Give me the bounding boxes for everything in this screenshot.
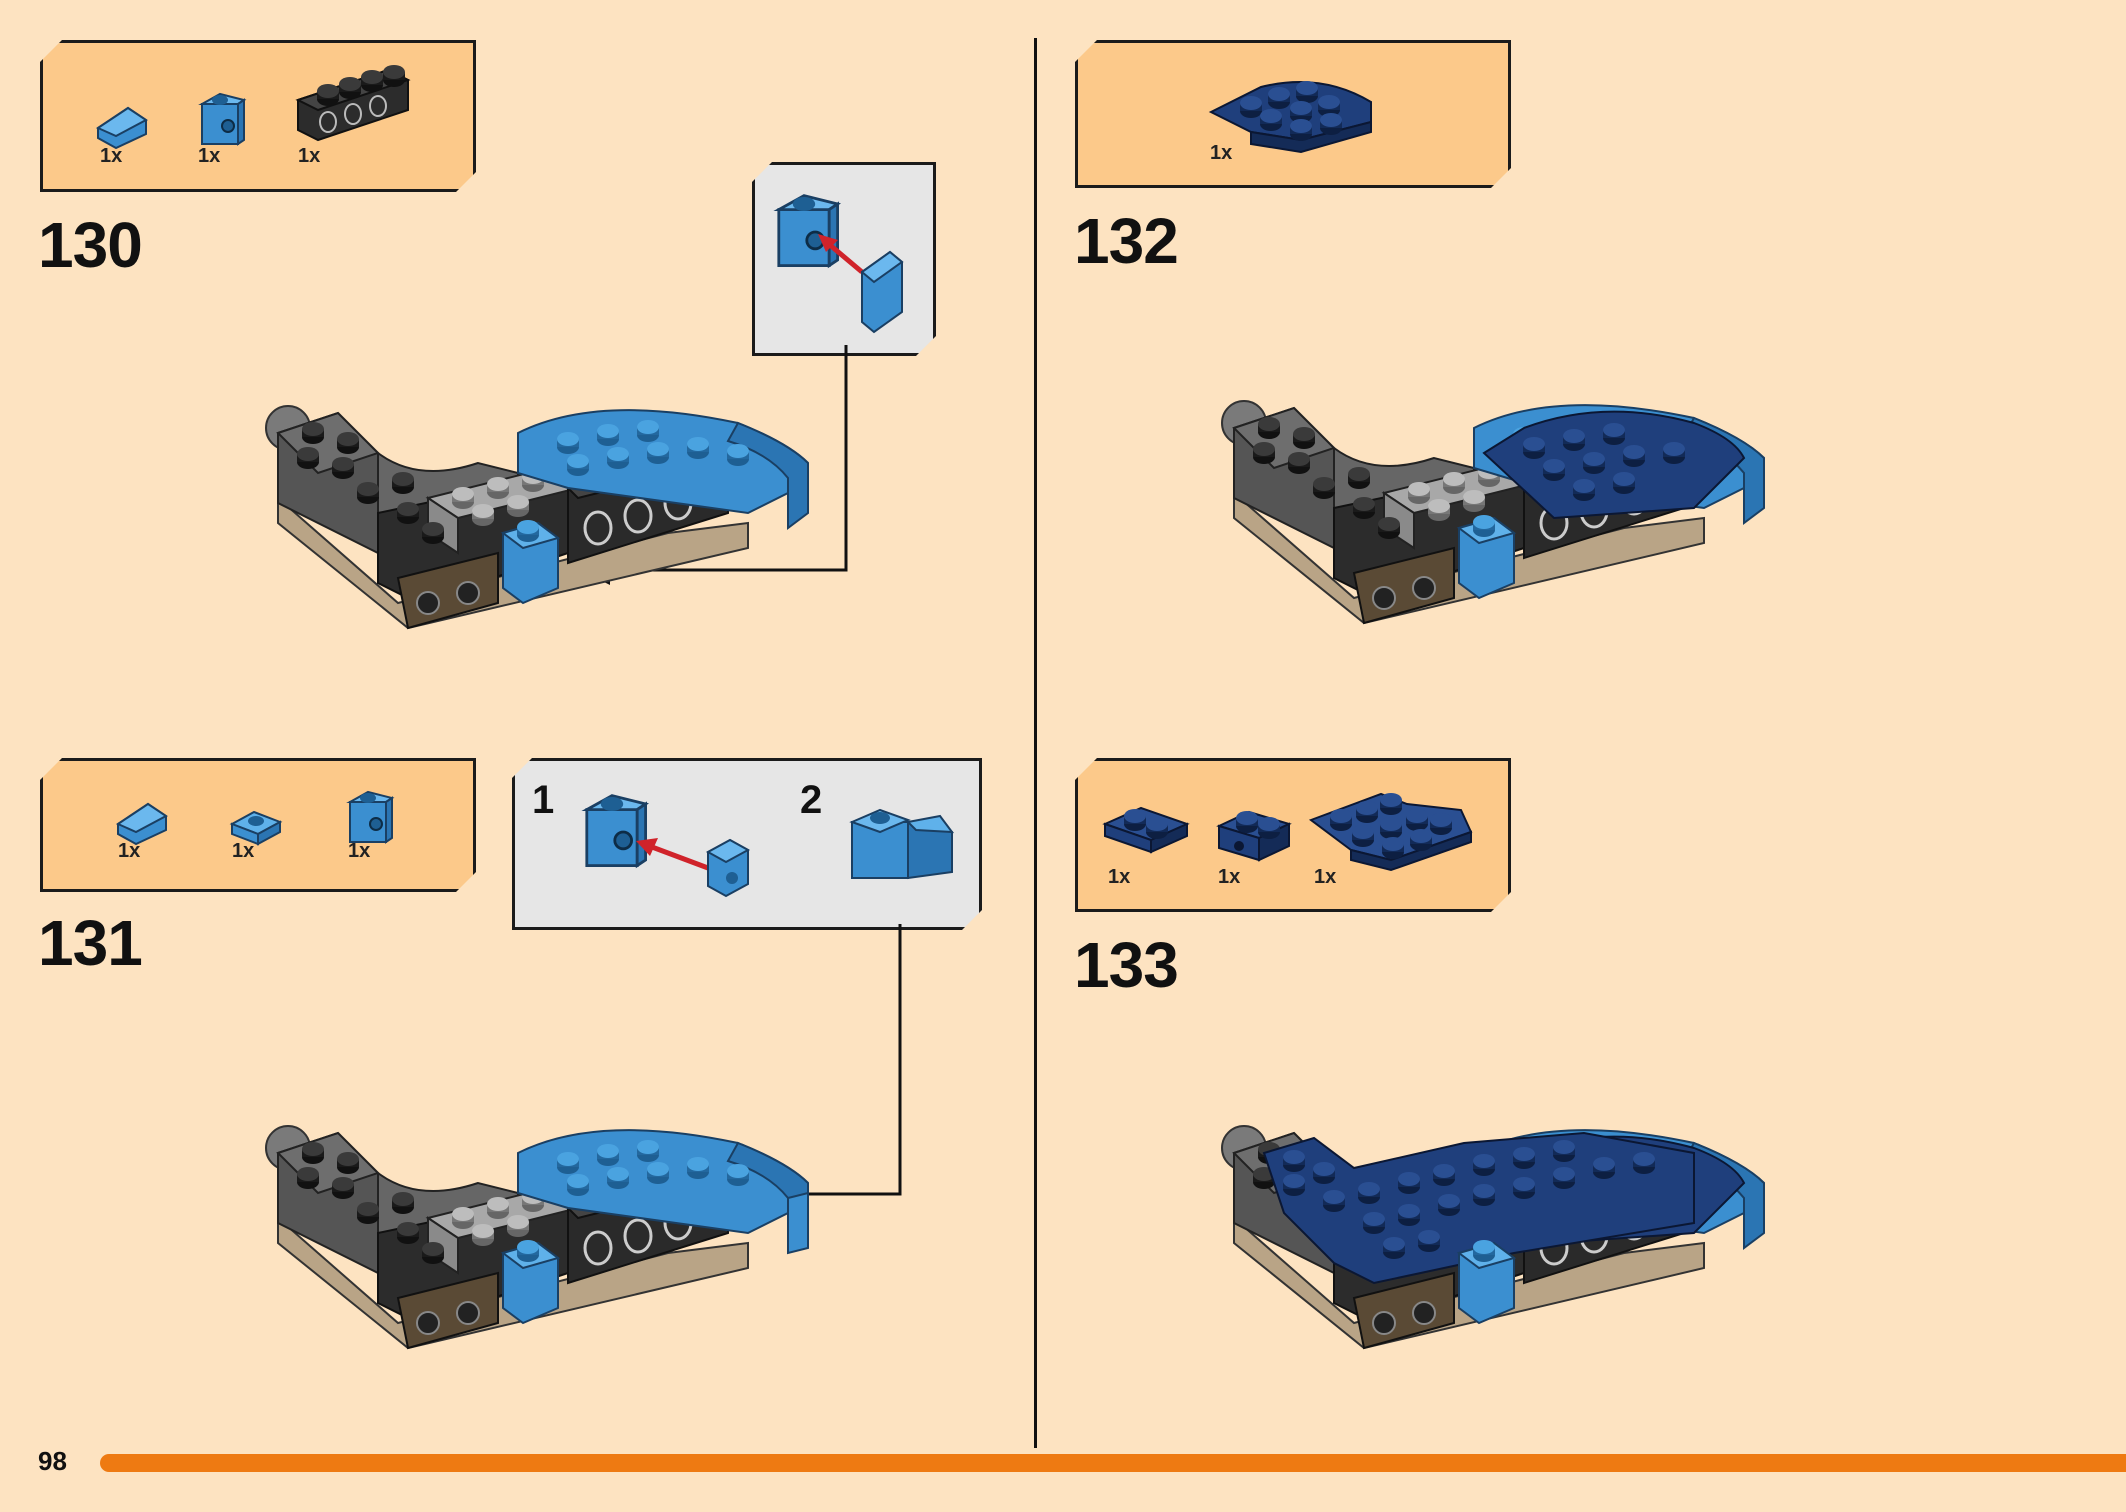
- light-blue-plate-icon: [705, 838, 751, 898]
- part-qty: 1x: [100, 145, 123, 167]
- part-qty: 1x: [1314, 866, 1337, 888]
- part-qty: 1x: [118, 840, 141, 862]
- part-qty: 1x: [298, 145, 321, 167]
- light-blue-slope-icon: [117, 803, 167, 845]
- black-technic-brick-icon: [298, 65, 408, 140]
- light-blue-bracket-icon: [349, 791, 393, 843]
- page-progress-bar: [100, 1454, 2126, 1472]
- model-step-131: [260, 1105, 809, 1365]
- parts-box-step-130: [40, 40, 476, 192]
- parts-icons-step-132: [1208, 81, 1372, 154]
- callout-illustration: [585, 794, 955, 898]
- callout-illustration: [777, 194, 904, 334]
- part-qty: 1x: [198, 145, 221, 167]
- model-step-132: [1216, 380, 1776, 640]
- page-number: 98: [38, 1446, 67, 1476]
- model-step-133: [1216, 1105, 1776, 1365]
- substep-label: 1: [532, 778, 555, 822]
- dark-blue-plate-icon: [1102, 806, 1190, 854]
- dark-blue-bracket-icon: [1216, 810, 1292, 862]
- substep-label: 2: [800, 778, 823, 822]
- part-qty: 1x: [348, 840, 371, 862]
- model-step-130: [260, 385, 820, 645]
- light-blue-slope-icon: [97, 107, 147, 149]
- step-number: 130: [38, 209, 143, 281]
- step-number: 132: [1074, 205, 1179, 277]
- light-blue-bracket-icon: [201, 93, 245, 145]
- dark-blue-round-plate-icon: [1208, 81, 1372, 154]
- part-qty: 1x: [232, 840, 255, 862]
- step-number: 133: [1074, 929, 1179, 1001]
- step-number: 131: [38, 907, 143, 979]
- parts-icons-step-133: [1102, 792, 1473, 872]
- page-divider: [1034, 38, 1037, 1448]
- dark-blue-corner-plate-icon: [1308, 792, 1473, 872]
- part-qty: 1x: [1218, 866, 1241, 888]
- part-qty: 1x: [1210, 142, 1233, 164]
- part-qty: 1x: [1108, 866, 1131, 888]
- parts-icons-step-131: [117, 791, 393, 845]
